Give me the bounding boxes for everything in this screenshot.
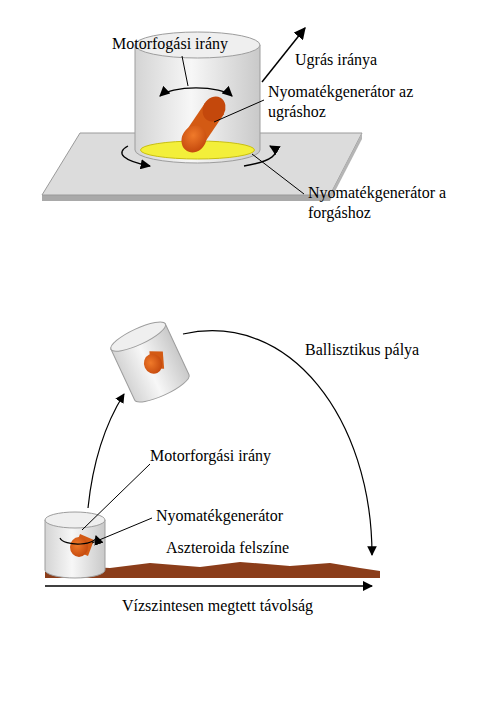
rotation-arrow xyxy=(160,88,232,96)
label: Nyomatékgenerátor a forgáshoz xyxy=(308,183,486,223)
label: Motorfogási irány xyxy=(112,34,228,54)
housing-cylinder xyxy=(108,317,193,408)
leader-line xyxy=(82,464,150,530)
label: Vízszintesen megtett távolság xyxy=(122,596,313,616)
leader-line xyxy=(214,100,264,122)
label: Aszteroida felszíne xyxy=(166,538,289,558)
label: Ugrás iránya xyxy=(295,50,377,70)
rotation-arrow xyxy=(60,536,96,544)
label: Nyomatékgenerátor az ugráshoz xyxy=(268,82,453,122)
motor xyxy=(177,92,230,157)
label: Ballisztikus pálya xyxy=(305,340,419,360)
label: Nyomatékgenerátor xyxy=(156,506,283,526)
leader-line xyxy=(92,518,152,543)
trajectory xyxy=(88,394,124,508)
leader-line xyxy=(182,56,188,86)
housing-cylinder xyxy=(45,512,105,578)
distance-arrow xyxy=(45,585,372,586)
label: Motorforgási irány xyxy=(150,446,271,466)
leader-line xyxy=(252,154,304,194)
